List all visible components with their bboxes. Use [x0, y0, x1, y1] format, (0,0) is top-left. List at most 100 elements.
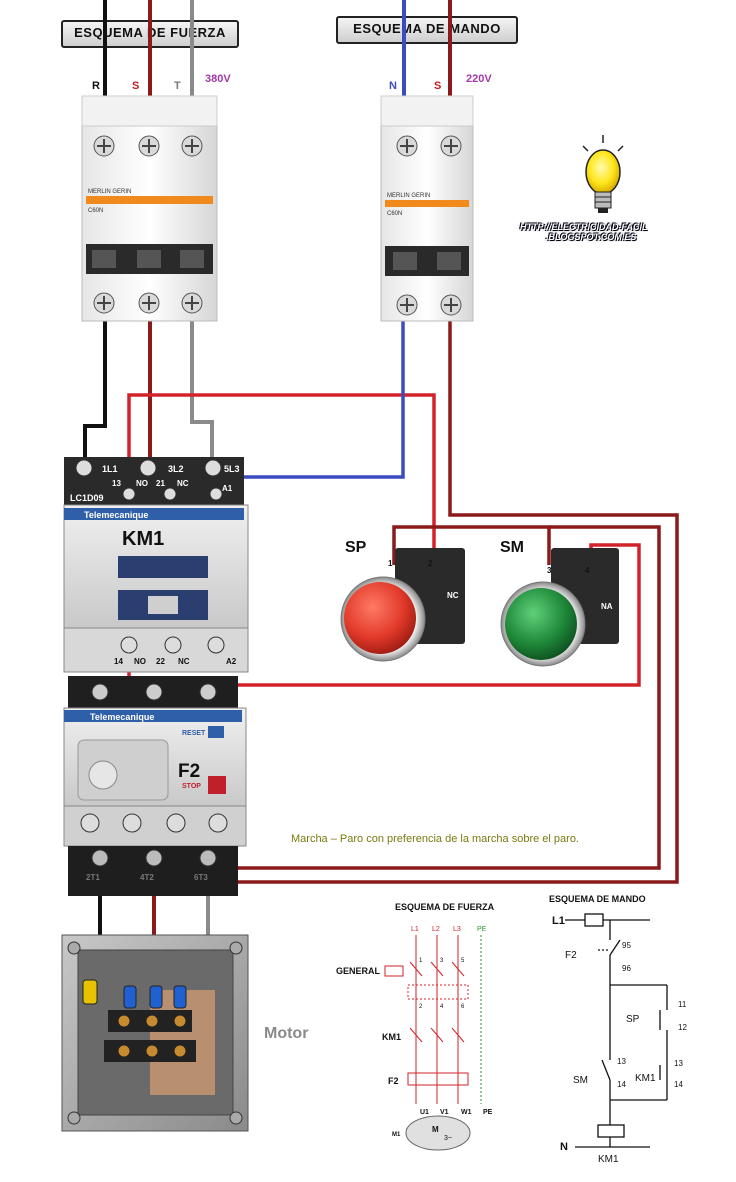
mini-motor-sub: 3~ [444, 1135, 452, 1142]
terminal-1l1: 1L1 [102, 464, 118, 474]
overload-label: F2 [178, 761, 200, 782]
contactor-km1: 1L1 3L2 5L3 13 NO 21 NC A1 LC1D09 Teleme… [63, 457, 249, 708]
diagram-caption: Marcha – Paro con preferencia de la marc… [291, 833, 579, 845]
mini-control-95: 95 [622, 941, 631, 950]
terminal-3l2: 3L2 [168, 464, 184, 474]
mini-control-11: 11 [678, 1000, 687, 1009]
power-wires-to-motor [98, 895, 210, 935]
sm-terminal-3: 3 [547, 566, 552, 575]
sp-type: NC [447, 591, 459, 600]
mini-l1: L1 [411, 926, 419, 933]
website-url-line1: HTTP://ELECTRICIDAD-FACIL [520, 222, 648, 232]
aux-nc-top: NC [177, 479, 189, 488]
wire-13-to-sp [127, 393, 436, 570]
mini-control-labels: ESQUEMA DE MANDO L1 N F2 95 96 SP 11 12 … [549, 894, 687, 1165]
mini-motor-m: M [432, 1125, 439, 1134]
phase-s-control-label: S [434, 80, 441, 92]
mini-control-f2: F2 [565, 950, 577, 961]
phase-t-label: T [174, 80, 181, 92]
sp-label: SP [345, 539, 367, 556]
sm-terminal-4: 4 [585, 566, 590, 575]
mini-w1: W1 [461, 1109, 472, 1116]
mini-control-sm: SM [573, 1075, 588, 1086]
website-url-line2: .BLOGSPOT.COM.ES [546, 232, 637, 242]
mini-power-scheme: ESQUEMA DE FUERZA L1 L2 L3 PE GENERAL KM… [336, 902, 495, 1151]
sp-terminal-1: 1 [388, 559, 393, 568]
mini-l3: L3 [453, 926, 461, 933]
power-breaker: R S T 380V MERLIN GERIN C60N [81, 73, 231, 322]
mini-n2: 2 [419, 1004, 423, 1010]
overload-reset-label: RESET [182, 730, 206, 737]
overload-stop-label: STOP [182, 783, 201, 790]
mini-km1: KM1 [382, 1032, 401, 1042]
mini-pe: PE [477, 926, 487, 933]
overload-relay-f2: Telemecanique RESET F2 STOP 2T1 4T2 6T3 [63, 707, 247, 896]
mini-control-96: 96 [622, 964, 631, 973]
mini-n6: 6 [461, 1004, 465, 1010]
aux-no-bottom: NO [134, 657, 146, 666]
mini-v1: V1 [440, 1109, 449, 1116]
contactor-label: KM1 [122, 528, 164, 550]
start-button-sm: SM 3 4 NA [500, 539, 619, 667]
phase-r-label: R [92, 80, 100, 92]
control-scheme-title: ESQUEMA DE MANDO [336, 16, 518, 44]
control-voltage-label: 220V [466, 73, 492, 85]
wire-neutral-to-a1 [214, 320, 405, 492]
power-breaker-rating: C60N [88, 208, 103, 214]
aux-13-top: 13 [112, 479, 121, 488]
overload-2t1: 2T1 [86, 873, 100, 882]
mini-f2: F2 [388, 1076, 399, 1086]
wire-sp-to-sm [392, 525, 551, 565]
sm-label: SM [500, 539, 524, 556]
motor-label: Motor [264, 1025, 309, 1042]
mini-control-title: ESQUEMA DE MANDO [549, 894, 646, 904]
mini-n1: 1 [419, 958, 423, 964]
mini-n4: 4 [440, 1004, 444, 1010]
motor-terminal-box [61, 934, 249, 1132]
power-wires-to-contactor [83, 320, 214, 462]
aux-21-top: 21 [156, 479, 165, 488]
mini-control-sp: SP [626, 1014, 640, 1025]
contactor-brand: Telemecanique [84, 510, 148, 520]
website-url[interactable]: HTTP://ELECTRICIDAD-FACIL .BLOGSPOT.COM.… [520, 222, 690, 242]
aux-a2: A2 [226, 657, 237, 666]
power-voltage-label: 380V [205, 73, 231, 85]
aux-no-top: NO [136, 479, 148, 488]
phase-n-label: N [389, 80, 397, 92]
sm-type: NA [601, 602, 613, 611]
sp-terminal-2: 2 [428, 559, 433, 568]
phase-s-label: S [132, 80, 139, 92]
mini-control-sm13: 13 [617, 1057, 626, 1066]
aux-nc-bottom: NC [178, 657, 190, 666]
mini-control-l1: L1 [552, 915, 565, 927]
control-breaker-rating: C60N [387, 211, 402, 217]
mini-general: GENERAL [336, 966, 381, 976]
mini-motor-m1: M1 [392, 1132, 401, 1138]
mini-motor-pe: PE [483, 1109, 493, 1116]
mini-power-title: ESQUEMA DE FUERZA [395, 902, 495, 912]
power-breaker-brand: MERLIN GERIN [88, 189, 131, 195]
mini-control-km1: KM1 [635, 1073, 656, 1084]
control-breaker: N S 220V MERLIN GERIN C60N [380, 73, 492, 322]
aux-a1: A1 [222, 484, 233, 493]
mini-control-sm14: 14 [617, 1080, 626, 1089]
lightbulb-icon [582, 135, 624, 213]
mini-control-n: N [560, 1141, 568, 1153]
control-breaker-brand: MERLIN GERIN [387, 193, 430, 199]
mini-n3: 3 [440, 958, 444, 964]
mini-control-coil: KM1 [598, 1154, 619, 1165]
overload-4t2: 4T2 [140, 873, 154, 882]
mini-control-12: 12 [678, 1023, 687, 1032]
contactor-model: LC1D09 [70, 493, 104, 503]
mini-control-scheme [565, 913, 668, 1148]
aux-22-bottom: 22 [156, 657, 165, 666]
mini-control-km14: 14 [674, 1080, 683, 1089]
overload-brand: Telemecanique [90, 712, 154, 722]
mini-l2: L2 [432, 926, 440, 933]
terminal-5l3: 5L3 [224, 464, 240, 474]
overload-6t3: 6T3 [194, 873, 208, 882]
mini-u1: U1 [420, 1109, 429, 1116]
stop-button-sp: SP 1 2 NC [340, 539, 465, 662]
mini-control-km13: 13 [674, 1059, 683, 1068]
